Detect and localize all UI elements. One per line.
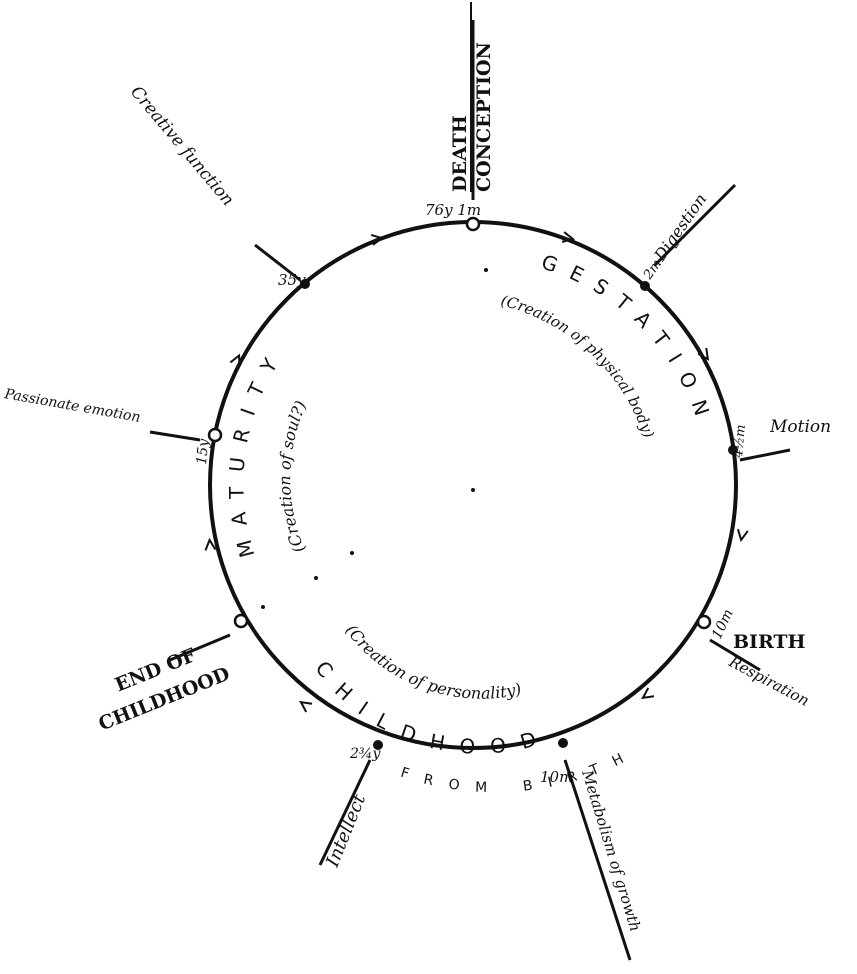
tick-birth [709,638,761,672]
respiration-text: Respiration [725,652,812,710]
intellect-text: Intellect [322,791,371,871]
interior-dot [350,551,354,555]
point-end-childhood [233,613,249,629]
interior-dot [314,576,318,580]
point-death-conception [465,216,481,232]
passion-label: Passionate emotion [2,386,141,426]
growth-text: Metabolism of growth [578,767,645,934]
conception-text: CONCEPTION [473,42,495,192]
point-creative [300,279,310,289]
arrow-icon [561,231,576,243]
arrow-icon [299,700,313,713]
interior-dot [471,488,475,492]
time-2-75y: 2¾y [349,746,381,762]
end-childhood-label: END OF CHILDHOOD [95,644,232,735]
childhood-sub-text: (Creation of personality) [342,621,523,703]
creative-text: Creative function [126,82,238,210]
arrow-icon [204,537,217,551]
time-15y: 15y [194,437,212,465]
death-conception-label: DEATH CONCEPTION [449,2,495,192]
point-digestion [640,281,650,291]
arrow-icon [641,687,655,700]
creative-label: Creative function [126,82,238,210]
digestion-text: Digestion [650,190,711,265]
passion-time-label: 15y [194,437,212,465]
death-text: DEATH [449,115,471,192]
point-passion [207,427,223,443]
childhood-heading: CHILDHOOD [311,656,555,758]
tick-passion [149,430,201,442]
interior-dots [261,268,488,609]
interior-dot [484,268,488,272]
tick-intellect [318,759,372,866]
motion-text: Motion [769,417,831,437]
arrow-icon [697,347,710,361]
maturity-sub-text: (Creation of soul?) [275,398,310,556]
interior-dot [261,605,265,609]
tick-end-childhood [169,633,231,662]
arrow-icon [736,528,749,543]
birth-text: BIRTH [733,631,806,653]
growth-label: Metabolism of growth [578,767,645,934]
tick-motion [739,448,791,462]
time-4-5m: 4½m [731,424,749,459]
passion-text: Passionate emotion [2,386,141,426]
tick-growth [563,759,632,961]
motion-time-label: 4½m [731,424,749,459]
maturity-sub: (Creation of soul?) [275,398,310,556]
time-10m-growth: 10m [540,768,573,786]
point-birth [696,614,712,630]
arrow-icon [370,233,385,246]
tick-digestion [653,183,737,267]
point-intellect [373,740,383,750]
radial-ticks [149,20,791,961]
time-35y: 35y [278,271,306,289]
digestion-label: 2m Digestion [640,190,711,283]
tick-creative [254,243,301,282]
childhood-heading-text: CHILDHOOD [311,656,539,758]
point-motion [728,445,738,455]
time-76y1m: 76y 1m [425,201,481,219]
respiration-label: Respiration [725,652,812,710]
childhood-sub: (Creation of personality) [342,621,523,703]
intellect-label: Intellect [322,791,371,871]
arrow-icon [229,353,241,367]
point-growth [558,738,568,748]
direction-arrows [204,231,749,713]
